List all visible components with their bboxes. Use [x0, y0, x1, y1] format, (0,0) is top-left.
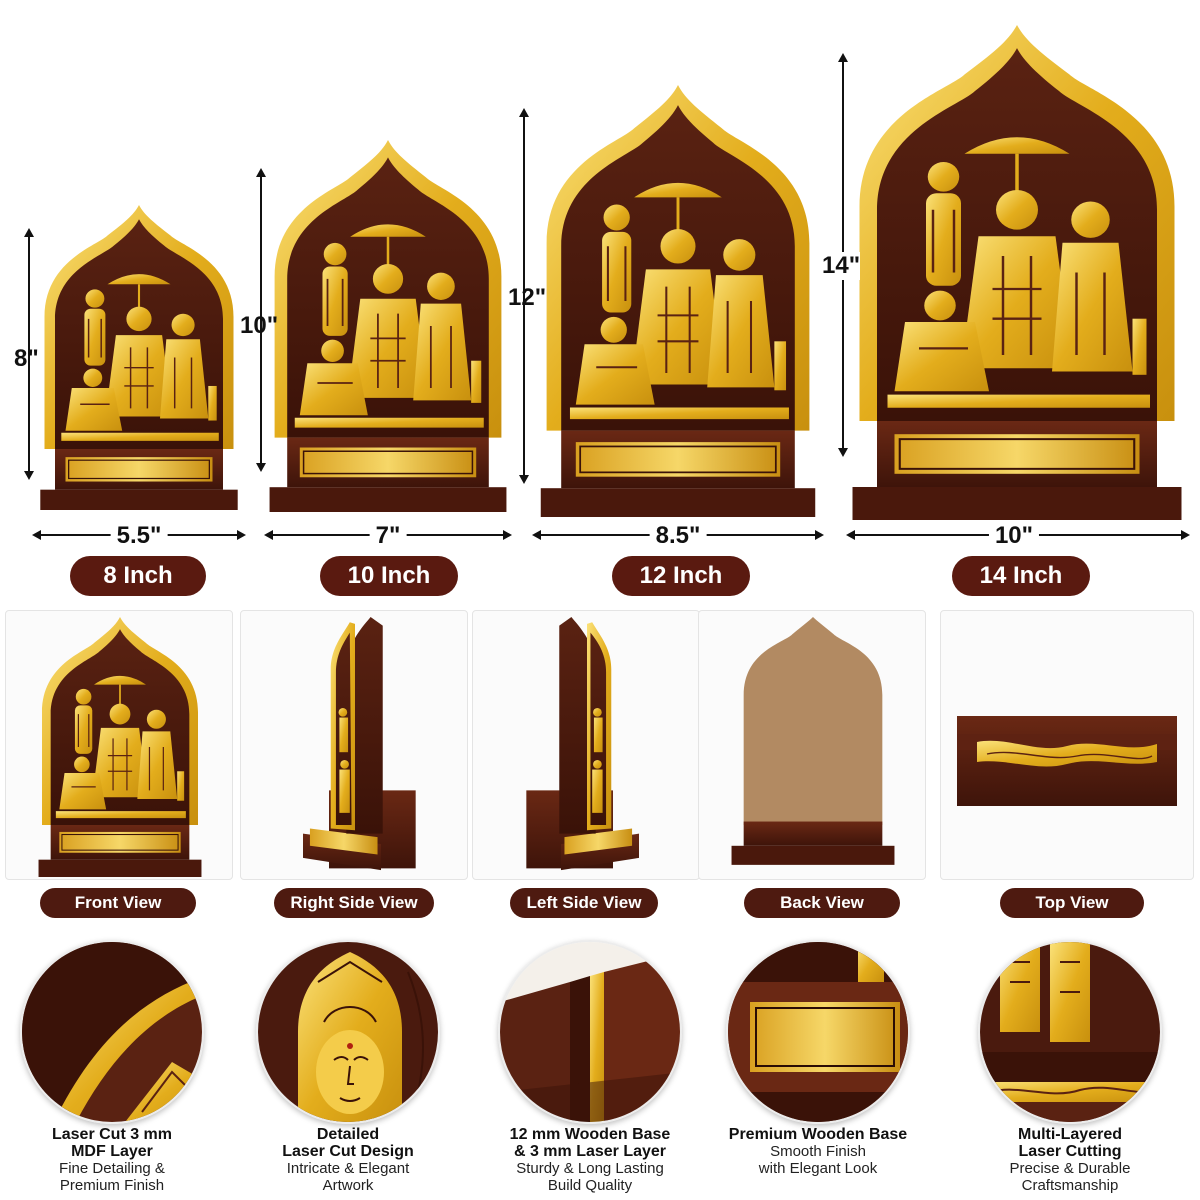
feature-desc-line1: Fine Detailing &	[59, 1160, 165, 1177]
feature-text-wooden-base: 12 mm Wooden Base & 3 mm Laser Layer Stu…	[480, 1126, 700, 1194]
right-side-view-image	[303, 617, 416, 871]
feature-desc-line1: Precise & Durable	[1009, 1160, 1131, 1177]
top-view-image	[957, 716, 1177, 806]
size-10-inch-product	[262, 139, 514, 513]
feature-circle-premium-base	[726, 940, 910, 1124]
frame-14-inch-image	[851, 23, 1183, 522]
view-pill-back[interactable]: Back View	[744, 888, 900, 918]
multi-layered-closeup-image	[980, 942, 1160, 1122]
feature-desc-line1: Intricate & Elegant	[286, 1160, 410, 1177]
feature-circle-laser-cut-mdf	[20, 940, 204, 1124]
view-pill-right-side[interactable]: Right Side View	[274, 888, 434, 918]
frame-10-inch-image	[268, 139, 508, 513]
feature-circle-wooden-base	[498, 940, 682, 1124]
size-pill-12-inch[interactable]: 12 Inch	[612, 556, 750, 596]
feature-circle-multi-layered	[978, 940, 1162, 1124]
front-view-image	[37, 617, 203, 877]
width-label-10-inch: 7"	[369, 522, 407, 550]
size-12-inch-product	[532, 83, 824, 519]
height-label-10-inch: 10"	[240, 312, 279, 339]
feature-title-line1: Detailed	[316, 1126, 380, 1143]
height-arrow-12-inch	[519, 108, 529, 484]
height-arrow-10-inch	[256, 168, 266, 472]
feature-title-line1: Laser Cut 3 mm	[51, 1126, 173, 1143]
feature-title-line1: Premium Wooden Base	[728, 1126, 908, 1143]
size-pill-14-inch[interactable]: 14 Inch	[952, 556, 1090, 596]
detailed-design-closeup-image	[258, 942, 438, 1122]
view-card-top[interactable]	[940, 610, 1194, 880]
view-pill-front[interactable]: Front View	[40, 888, 196, 918]
size-pill-8-inch[interactable]: 8 Inch	[70, 556, 206, 596]
width-label-12-inch: 8.5"	[649, 522, 707, 550]
view-card-back[interactable]	[698, 610, 926, 880]
height-arrow-8-inch	[24, 228, 34, 480]
view-card-right-side[interactable]	[240, 610, 468, 880]
feature-desc-line1: Smooth Finish	[770, 1143, 866, 1160]
width-label-8-inch: 5.5"	[110, 522, 168, 550]
feature-title-line2: Laser Cutting	[1018, 1143, 1122, 1160]
feature-text-premium-base: Premium Wooden Base Smooth Finish with E…	[708, 1126, 928, 1177]
frame-8-inch-image	[39, 204, 239, 511]
feature-text-multi-layered: Multi-Layered Laser Cutting Precise & Du…	[960, 1126, 1180, 1194]
mdf-layer-closeup-image	[22, 942, 202, 1122]
feature-title-line1: Multi-Layered	[1017, 1126, 1122, 1143]
feature-desc-line2: with Elegant Look	[758, 1160, 878, 1177]
feature-text-laser-cut-mdf: Laser Cut 3 mm MDF Layer Fine Detailing …	[2, 1126, 222, 1194]
size-pill-10-inch[interactable]: 10 Inch	[320, 556, 458, 596]
feature-title-line1: 12 mm Wooden Base	[509, 1126, 671, 1143]
feature-circle-detailed-design	[256, 940, 440, 1124]
back-view-image	[731, 617, 895, 865]
feature-desc-line1: Sturdy & Long Lasting	[516, 1160, 664, 1177]
feature-desc-line2: Build Quality	[547, 1177, 633, 1194]
height-label-12-inch: 12"	[508, 284, 547, 311]
left-side-view-image	[526, 617, 639, 871]
feature-title-line2: MDF Layer	[71, 1143, 153, 1160]
feature-desc-line2: Premium Finish	[59, 1177, 165, 1194]
view-pill-left-side[interactable]: Left Side View	[510, 888, 658, 918]
premium-base-closeup-image	[728, 942, 908, 1122]
frame-12-inch-image	[539, 83, 817, 519]
feature-title-line2: & 3 mm Laser Layer	[513, 1143, 667, 1160]
feature-text-detailed-design: Detailed Laser Cut Design Intricate & El…	[238, 1126, 458, 1194]
size-8-inch-product	[34, 204, 244, 511]
view-pill-top[interactable]: Top View	[1000, 888, 1144, 918]
feature-desc-line2: Craftsmanship	[1021, 1177, 1119, 1194]
size-14-inch-product	[842, 23, 1192, 522]
wooden-base-closeup-image	[500, 942, 680, 1122]
feature-desc-line2: Artwork	[322, 1177, 374, 1194]
width-label-14-inch: 10"	[988, 522, 1040, 550]
view-card-left-side[interactable]	[472, 610, 700, 880]
height-label-14-inch: 14"	[822, 252, 861, 280]
height-label-8-inch: 8"	[14, 345, 39, 372]
feature-title-line2: Laser Cut Design	[282, 1143, 414, 1160]
view-card-front[interactable]	[5, 610, 233, 880]
